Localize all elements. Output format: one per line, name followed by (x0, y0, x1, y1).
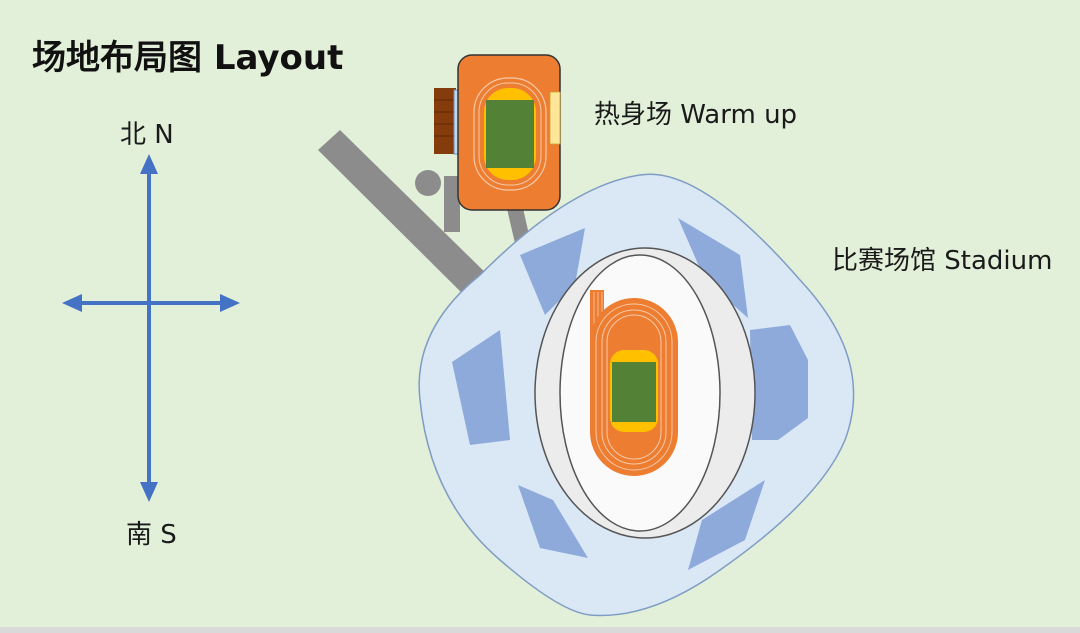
competition-stadium (418, 173, 855, 617)
stadium-track (590, 290, 678, 476)
warmup-stand-brown (434, 88, 456, 154)
stand-block-e (750, 325, 808, 440)
west-arrowhead (62, 294, 82, 312)
road-connector (444, 176, 460, 232)
south-arrowhead (140, 482, 158, 502)
north-arrowhead (140, 154, 158, 174)
warmup-pitch (486, 100, 534, 168)
stadium-label: 比赛场馆 Stadium (832, 246, 1053, 276)
north-label: 北 N (120, 120, 174, 150)
east-arrowhead (220, 294, 240, 312)
stand-block-sw (518, 485, 588, 558)
warmup-side-strip (549, 91, 561, 145)
warmup-label: 热身场 Warm up (594, 100, 798, 130)
main-road (318, 130, 498, 307)
bottom-divider (0, 627, 1080, 633)
road-roundabout (415, 170, 441, 196)
stadium-pitch (612, 362, 656, 422)
warmup-field (434, 54, 561, 211)
stand-block-se (688, 480, 765, 570)
stand-block-ne (678, 218, 748, 318)
compass (62, 154, 240, 502)
south-label: 南 S (126, 520, 177, 550)
stand-block-w (452, 330, 510, 445)
stand-block-nw (520, 228, 585, 315)
page-title: 场地布局图 Layout (32, 38, 344, 78)
